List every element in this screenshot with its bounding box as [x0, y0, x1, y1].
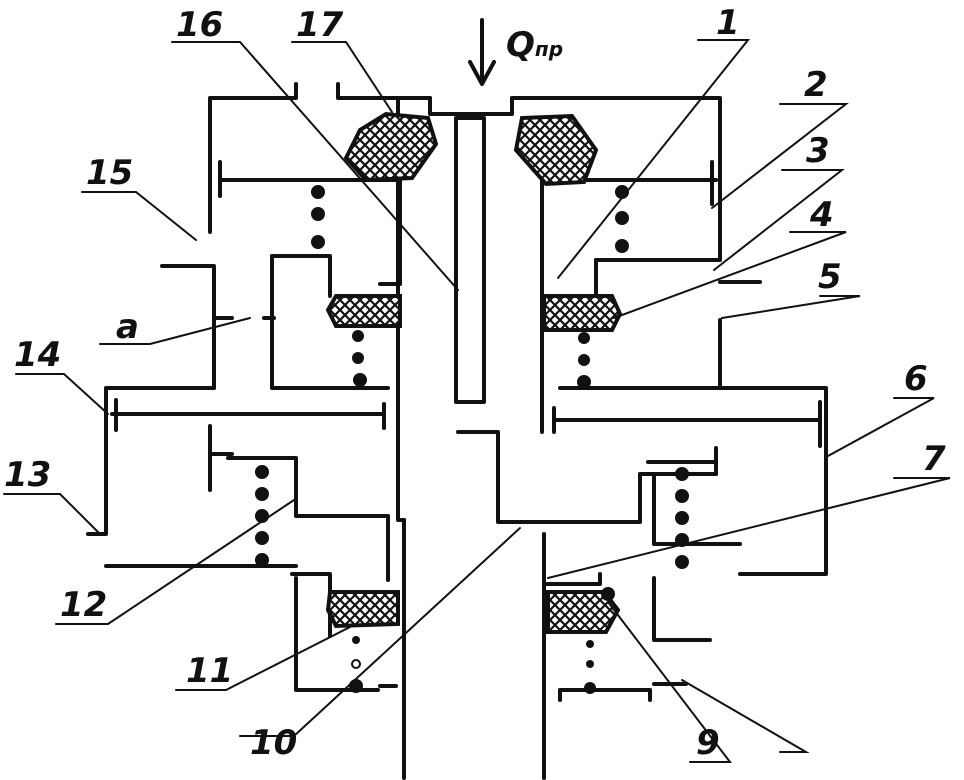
outer-housing — [86, 82, 828, 576]
label-15: 15 — [86, 153, 133, 193]
middle-left-seal — [325, 294, 402, 328]
label-7: 7 — [922, 439, 946, 479]
lower-left-seal — [325, 590, 400, 629]
lower-right-seal — [546, 590, 621, 634]
label-14: 14 — [14, 335, 61, 375]
ball-bearings — [255, 185, 689, 694]
label-5: 5 — [818, 257, 842, 297]
label-2: 2 — [804, 65, 828, 105]
label-11: 11 — [186, 651, 233, 691]
flow-arrow — [468, 18, 496, 86]
label-10: 10 — [250, 723, 297, 763]
middle-right-seal — [542, 294, 623, 332]
middle-flanges — [110, 398, 822, 448]
main-shaft — [396, 96, 718, 780]
label-13: 13 — [4, 455, 51, 495]
label-3: 3 — [806, 131, 830, 171]
label-16: 16 — [176, 5, 223, 45]
label-a: a — [116, 307, 139, 347]
flow-label-main: Q — [506, 25, 535, 65]
label-9: 9 — [696, 723, 720, 763]
label-4: 4 — [809, 195, 834, 235]
flow-label: Qпр — [506, 25, 563, 65]
seal-rings — [325, 111, 623, 634]
label-1: 1 — [716, 3, 740, 43]
upper-bearing-assembly — [218, 160, 762, 390]
callout-labels: 16 17 Qпр 1 2 3 4 5 6 7 15 a 14 13 12 11… — [4, 3, 946, 763]
upper-left-seal — [343, 111, 439, 183]
label-17: 17 — [296, 5, 344, 45]
flow-label-sub: пр — [535, 37, 563, 61]
upper-right-seal — [513, 113, 599, 187]
label-6: 6 — [904, 359, 928, 399]
leader-lines — [3, 39, 951, 763]
label-12: 12 — [60, 585, 107, 625]
